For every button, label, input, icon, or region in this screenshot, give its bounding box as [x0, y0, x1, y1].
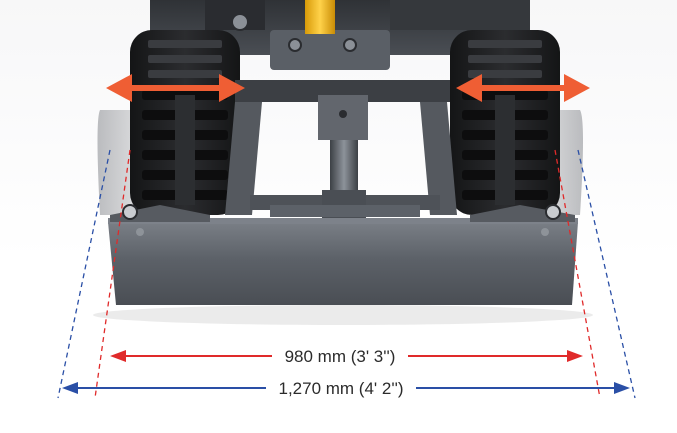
right-track [450, 30, 560, 215]
dimension-guides-wide [57, 149, 636, 399]
hydraulic-cylinder-yellow [305, 0, 335, 34]
double-headed-arrow-icon [106, 74, 245, 102]
dimension-wide: 1,270 mm (4' 2'') [62, 379, 630, 398]
machine-body [150, 0, 530, 70]
undercarriage-frame [225, 80, 457, 220]
dimension-narrow-label: 980 mm (3' 3'') [285, 347, 396, 366]
left-track [130, 30, 240, 215]
dimension-narrow: 980 mm (3' 3'') [110, 347, 583, 366]
dimension-wide-label: 1,270 mm (4' 2'') [278, 379, 403, 398]
dozer-blade [108, 204, 578, 305]
ground-shadow [93, 305, 593, 325]
dimension-guides-narrow [94, 149, 601, 399]
double-headed-arrow-icon [456, 74, 590, 102]
